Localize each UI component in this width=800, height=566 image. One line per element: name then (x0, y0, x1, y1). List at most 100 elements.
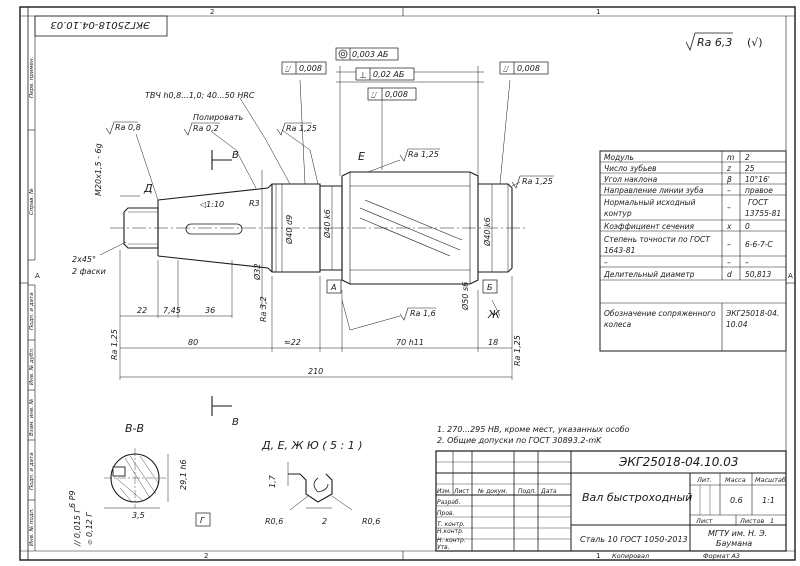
param-name-a: Степень точности по ГОСТ (604, 235, 711, 244)
zone-side-right: А (788, 272, 793, 280)
zone-side-left: А (35, 272, 40, 280)
sheets-label: Листов (739, 517, 764, 525)
param-name: Число зубьев (604, 164, 656, 173)
detail-r06-a: R0,6 (265, 517, 283, 526)
ra-125-b: Ra 1,25 (408, 150, 439, 159)
rev-col-izm: Изм. (437, 488, 451, 495)
title-org-2: Баумана (716, 539, 752, 548)
margin-label-6: Подп. и дата (29, 452, 35, 490)
chamfer-label-2: 2 фаски (72, 267, 106, 276)
section-parallel: // 0,015 Г (73, 508, 82, 547)
ra-16: Ra 1,6 (410, 309, 436, 318)
dim-18: 18 (488, 338, 498, 347)
copied-label: Копировал (612, 552, 649, 560)
d40d9-label: Ø40 d9 (284, 215, 294, 245)
margin-label-2: Справ. № (29, 188, 35, 215)
dim-745: 7,45 (163, 306, 181, 315)
rev-col-date: Дата (540, 488, 557, 495)
scale-label: Масштаб (755, 476, 786, 484)
parameter-rows: Модуль m 2 Число зубьев z 25 Угол наклон… (603, 153, 781, 329)
section-bb-view (104, 448, 169, 509)
section-symmetry: ⌯ 0,12 Г (85, 512, 94, 546)
datum-a: А (330, 283, 336, 292)
param-name: – (604, 258, 608, 267)
thread-label: M20x1,5 - 6g (94, 143, 103, 196)
param-name: Делительный диаметр (603, 270, 695, 279)
runout-symbol-2: ⌰ (503, 65, 509, 75)
mass-label: Масса (725, 476, 746, 484)
param-val: 25 (745, 164, 755, 173)
title-material: Сталь 10 ГОСТ 1050-2013 (580, 535, 688, 544)
param-name: Угол наклона (604, 175, 658, 184)
label-v2: В (232, 417, 239, 428)
param-sym: x (726, 222, 732, 231)
section-p9: 6 P9 (68, 490, 77, 508)
detail-view (287, 462, 353, 511)
general-roughness (685, 32, 733, 52)
param-val: 50,813 (745, 270, 771, 279)
shaft-main-view (110, 171, 525, 285)
d40k6-label-b: Ø40 k6 (482, 217, 492, 247)
perp-symbol: ⊥ (359, 71, 367, 81)
ra-02: Ra 0,2 (193, 124, 219, 133)
margin-label-5: Взам. инв. № (29, 398, 35, 436)
ra-08: Ra 0,8 (115, 123, 141, 132)
param-name-b: 1643-81 (604, 246, 635, 255)
roughness-marks (105, 121, 554, 321)
d40k6-label-a: Ø40 k6 (322, 209, 332, 239)
heat-treat-note: ТВЧ h0,8...1,0; 40...50 HRC (145, 91, 255, 100)
param-name: Модуль (604, 153, 634, 162)
param-name-b: колеса (604, 320, 632, 329)
section-arrows (211, 150, 232, 416)
dim-22: 22 (137, 306, 147, 315)
rotated-code-box (34, 15, 168, 37)
role-6: Утв. (437, 544, 450, 551)
param-name-b: контур (604, 209, 632, 218)
label-zh: Ж (487, 308, 501, 321)
param-name: Коэффициент сечения (604, 222, 695, 231)
dim-70: 70 h11 (396, 338, 424, 347)
chamfer-label-1: 2x45° (72, 255, 96, 264)
param-val-b: 13755-81 (745, 209, 781, 218)
ra-125-e: Ra 1,25 (513, 335, 522, 366)
tol-runout-1: 0,008 (299, 64, 322, 73)
left-margin-column (27, 7, 36, 560)
param-val: 10°16' (745, 175, 770, 184)
runout-symbol-1: ⌰ (285, 65, 291, 75)
lit-label: Лит. (696, 476, 712, 484)
rev-col-list: Лист (453, 488, 470, 495)
label-e: Е (358, 150, 365, 163)
tol-concentric: 0,003 АБ (352, 50, 389, 59)
d50s6-label: Ø50 s6 (460, 282, 470, 311)
param-name-a: Нормальный исходный (604, 198, 696, 207)
mass-value: 0.6 (730, 496, 743, 505)
taper-label: ◁1:10 (199, 200, 224, 209)
datum-g: Г (200, 516, 205, 525)
rev-col-sign: Подп. (518, 488, 536, 495)
section-bb-title: В-В (125, 422, 144, 435)
rev-col-doc: № докум. (477, 488, 508, 495)
dim-210: 210 (308, 367, 323, 376)
general-roughness-suffix: (√) (747, 36, 763, 49)
param-sym: m (727, 153, 734, 162)
detail-dim-17: 1,7 (268, 474, 277, 488)
parameter-table (599, 150, 787, 352)
param-val: правое (745, 186, 773, 195)
param-val: 6-6-7-С (745, 240, 773, 249)
ra-125-a: Ra 1,25 (286, 124, 317, 133)
format-label: Формат А3 (703, 552, 740, 560)
param-sym: – (727, 240, 731, 249)
param-val-a: ГОСТ (748, 198, 769, 207)
tol-runout-3: 0,008 (385, 90, 408, 99)
margin-label-7: Инв. № подл. (29, 508, 35, 546)
zone-bottom-left: 2 (204, 552, 208, 560)
ra-32: Ra 3,2 (259, 296, 268, 322)
ra-125-c: Ra 1,25 (522, 177, 553, 186)
role-1: Разраб. (437, 499, 461, 506)
concentric-symbol-inner (340, 51, 346, 57)
polish-note: Полировать (193, 113, 243, 122)
detail-dim-2: 2 (322, 517, 327, 526)
note-2: 2. Общие допуски по ГОСТ 30893.2-mK (437, 436, 602, 445)
label-d: Д (143, 182, 153, 195)
